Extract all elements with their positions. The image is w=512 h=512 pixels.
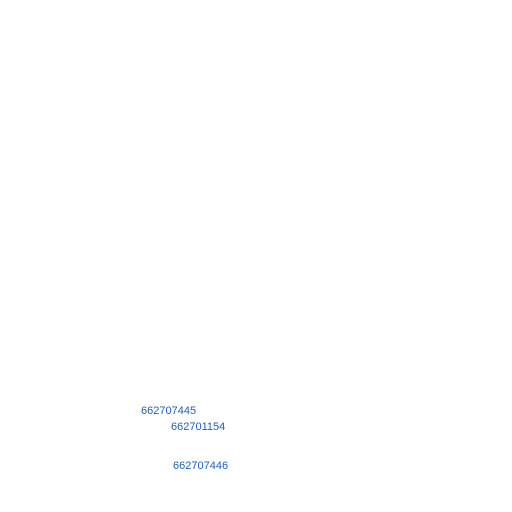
parcel-label[interactable]: 662701154	[171, 421, 226, 433]
parcel-label[interactable]: 662707445	[141, 405, 197, 417]
parcel-label[interactable]: 662707446	[173, 460, 229, 472]
